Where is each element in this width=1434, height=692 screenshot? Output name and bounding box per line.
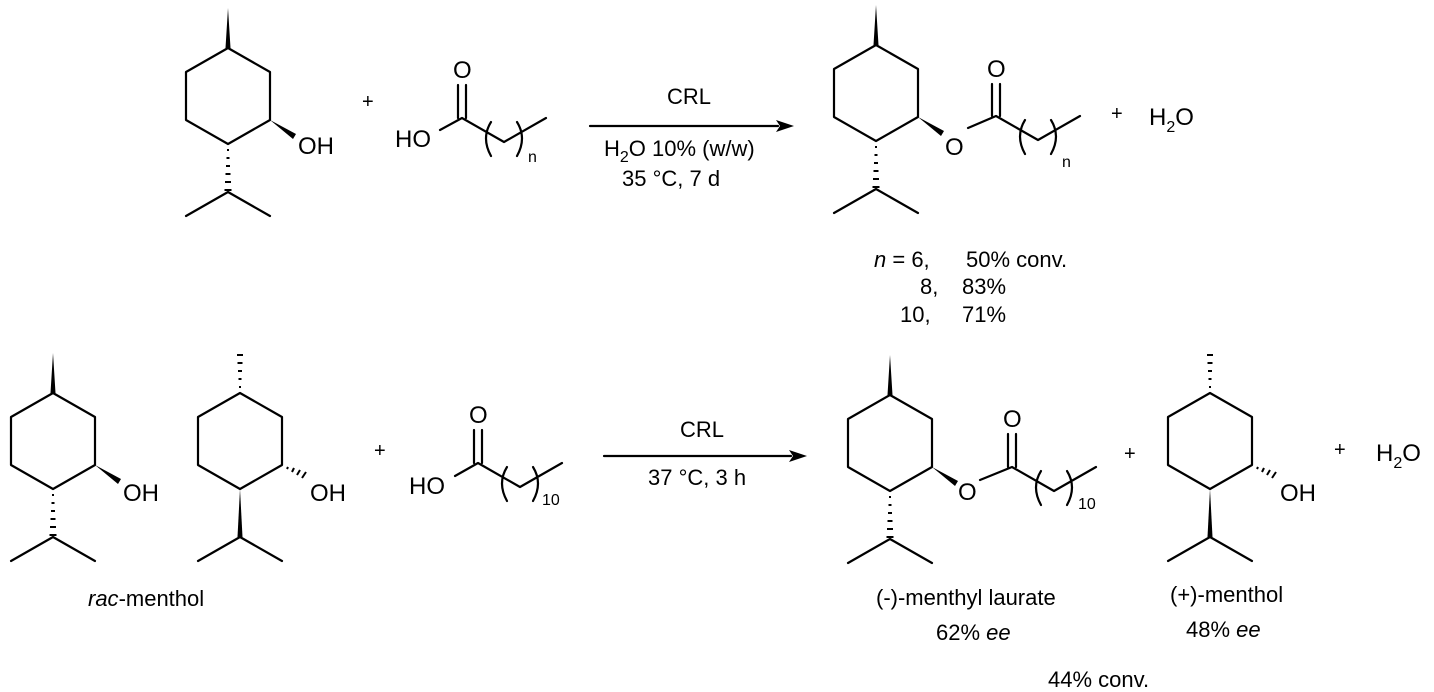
result-row-n8: 8,83% <box>920 274 1006 299</box>
ester-oxygen-label: O <box>958 479 977 506</box>
lauric-acid: O HO 10 <box>409 402 564 509</box>
reaction-1: OH + O HO n CRL H2O 10% (w/w) 35 °C, 7 d <box>184 3 1194 327</box>
condition-temperature-time: 37 °C, 3 h <box>648 465 746 490</box>
chain-repeat-subscript: 10 <box>542 492 560 509</box>
plus-sign: + <box>362 91 374 113</box>
menthol-name-caption: (+)-menthol <box>1170 582 1283 607</box>
chain-repeat-subscript: n <box>528 149 537 166</box>
ester-ee-caption: 62% ee <box>936 620 1011 645</box>
hydroxyl-label: OH <box>310 480 346 507</box>
overall-conversion: 44% conv. <box>1048 667 1149 692</box>
chain-repeat-subscript: 10 <box>1078 496 1096 513</box>
result-row-n6: n = 6,50% conv. <box>874 247 1067 272</box>
catalyst-label: CRL <box>667 84 711 109</box>
carbonyl-oxygen-label: O <box>469 402 488 429</box>
carbonyl-oxygen-label: O <box>453 57 472 84</box>
menthyl-laurate-product: O O 10 (-)-menthyl laurate 62% ee <box>846 353 1098 645</box>
reaction-2: OH OH rac-menthol + O HO 10 CRL 37 °C, 3… <box>9 351 1421 692</box>
result-row-n10: 10,71% <box>900 302 1006 327</box>
acid-hydroxyl-label: HO <box>409 473 445 500</box>
reaction-arrow <box>588 120 794 132</box>
plus-sign: + <box>1111 103 1123 125</box>
plus-sign: + <box>1124 443 1136 465</box>
water-byproduct: H2O <box>1149 104 1194 136</box>
rac-menthol-substrate: OH OH rac-menthol <box>9 351 346 611</box>
menthol-substrate: OH <box>184 6 334 218</box>
water-byproduct: H2O <box>1376 440 1421 472</box>
ester-oxygen-label: O <box>945 134 964 161</box>
fatty-acid: O HO n <box>395 57 548 166</box>
menthol-ee-caption: 48% ee <box>1186 617 1261 642</box>
rac-menthol-caption: rac-menthol <box>88 586 204 611</box>
menthyl-ester-product: O O n <box>832 3 1082 215</box>
carbonyl-oxygen-label: O <box>1003 406 1022 433</box>
condition-temperature-time: 35 °C, 7 d <box>622 166 720 191</box>
catalyst-label: CRL <box>680 417 724 442</box>
chain-repeat-subscript: n <box>1062 154 1071 171</box>
carbonyl-oxygen-label: O <box>987 56 1006 83</box>
condition-water-content: H2O 10% (w/w) <box>604 136 755 166</box>
hydroxyl-label: OH <box>123 480 159 507</box>
conversion-results: n = 6,50% conv. 8,83% 10,71% <box>874 247 1067 327</box>
hydroxyl-label: OH <box>298 133 334 160</box>
hydroxyl-label: OH <box>1280 480 1316 507</box>
plus-sign: + <box>374 440 386 462</box>
acid-hydroxyl-label: HO <box>395 126 431 153</box>
plus-sign: + <box>1334 439 1346 461</box>
ester-name-caption: (-)-menthyl laurate <box>876 585 1056 610</box>
reaction-arrow <box>602 450 807 462</box>
plus-menthol-product: OH (+)-menthol 48% ee <box>1166 353 1316 642</box>
